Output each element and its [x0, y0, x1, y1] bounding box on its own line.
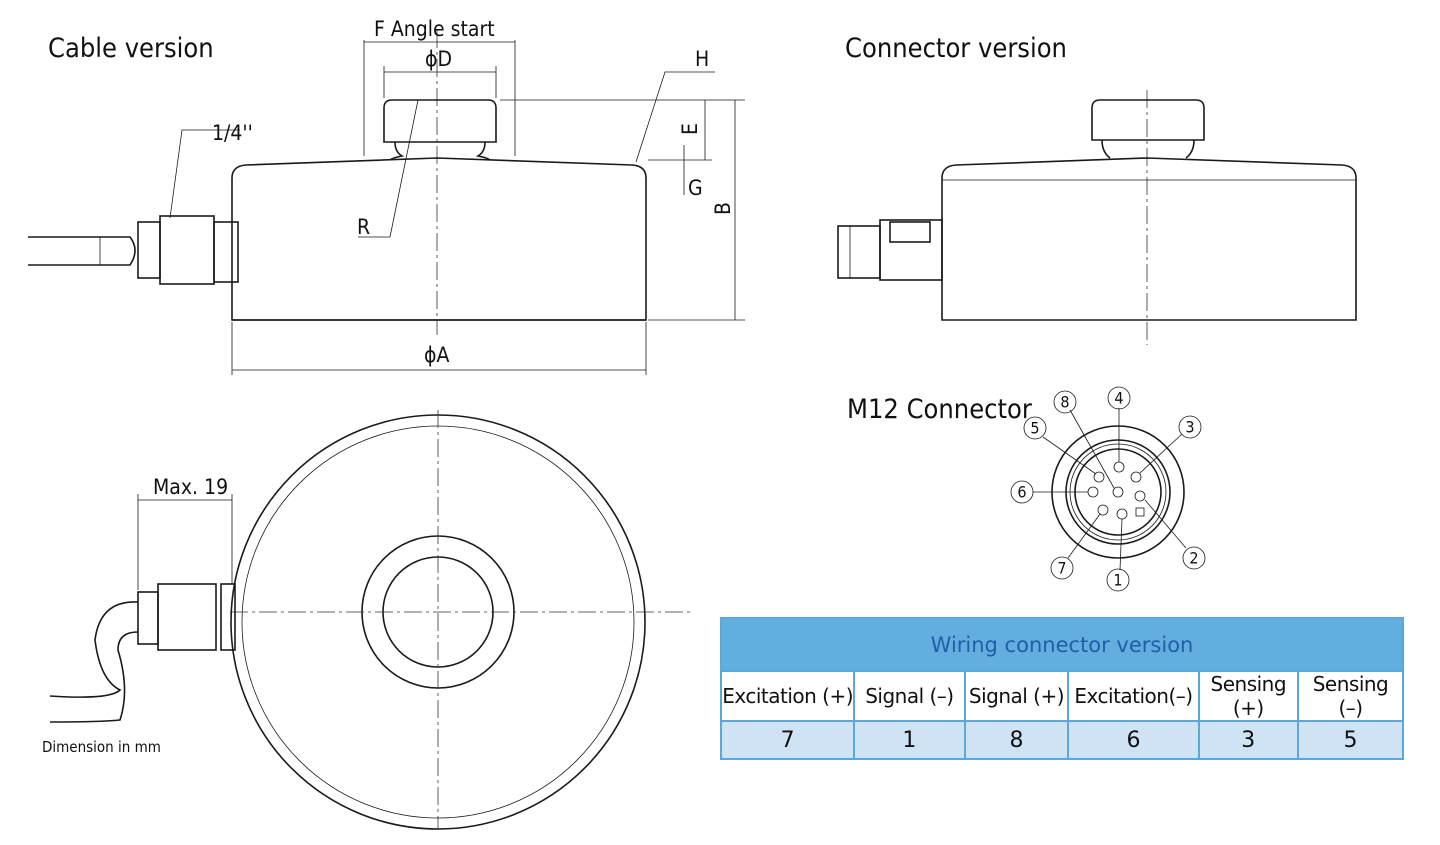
dim-g: G — [688, 176, 703, 200]
cable-version-title: Cable version — [48, 33, 214, 64]
m12-connector: M12 Connector 1 2 3 4 5 6 7 — [847, 386, 1206, 592]
wiring-header-row: Excitation (+) Signal (–) Signal (+) Exc… — [719, 670, 1405, 722]
pin-label-6: 6 — [1017, 483, 1026, 502]
cable-version-top-view: Max. 19 Dimension in mm — [42, 410, 690, 830]
pin-label-4: 4 — [1114, 389, 1123, 408]
header-cell: Excitation(–) — [1067, 670, 1200, 722]
header-cell: Sensing (–) — [1296, 670, 1405, 722]
wiring-table: Wiring connector version Excitation (+) … — [719, 617, 1405, 760]
value-cell: 1 — [853, 720, 966, 760]
connector-version-title: Connector version — [845, 33, 1067, 64]
pin-label-7: 7 — [1057, 559, 1066, 578]
dim-angle-start: F Angle start — [374, 17, 495, 41]
wiring-value-row: 7 1 8 6 3 5 — [719, 720, 1405, 760]
header-cell: Sensing (+) — [1197, 670, 1299, 722]
dim-phi-d: ϕD — [425, 47, 452, 71]
pin-label-2: 2 — [1189, 549, 1198, 568]
dimension-note: Dimension in mm — [42, 738, 161, 756]
m12-title: M12 Connector — [847, 394, 1032, 425]
dim-b: B — [711, 202, 735, 215]
connector-version-side-view: Connector version — [837, 33, 1357, 345]
pin-label-8: 8 — [1060, 393, 1069, 412]
pin-labels: 1 2 3 4 5 6 7 8 — [1010, 386, 1206, 592]
value-cell: 8 — [963, 720, 1070, 760]
header-cell: Signal (+) — [963, 670, 1070, 722]
dim-r: R — [357, 215, 370, 239]
pin-label-1: 1 — [1113, 571, 1122, 590]
header-cell: Signal (–) — [853, 670, 966, 722]
value-cell: 5 — [1296, 720, 1405, 760]
pin-label-5: 5 — [1030, 419, 1039, 438]
pin-label-3: 3 — [1185, 418, 1194, 437]
dim-max: Max. 19 — [153, 475, 228, 499]
wiring-table-title: Wiring connector version — [720, 617, 1404, 672]
value-cell: 3 — [1197, 720, 1299, 760]
dim-phi-a: ϕA — [424, 343, 449, 367]
dim-e: E — [678, 123, 702, 135]
dim-thread: 1/4'' — [212, 121, 253, 145]
header-cell: Excitation (+) — [719, 670, 856, 722]
value-cell: 6 — [1067, 720, 1200, 760]
value-cell: 7 — [719, 720, 856, 760]
cable-version-side-view: Cable version F Angle start ϕD H E G B — [28, 17, 745, 375]
dim-h: H — [695, 47, 709, 71]
